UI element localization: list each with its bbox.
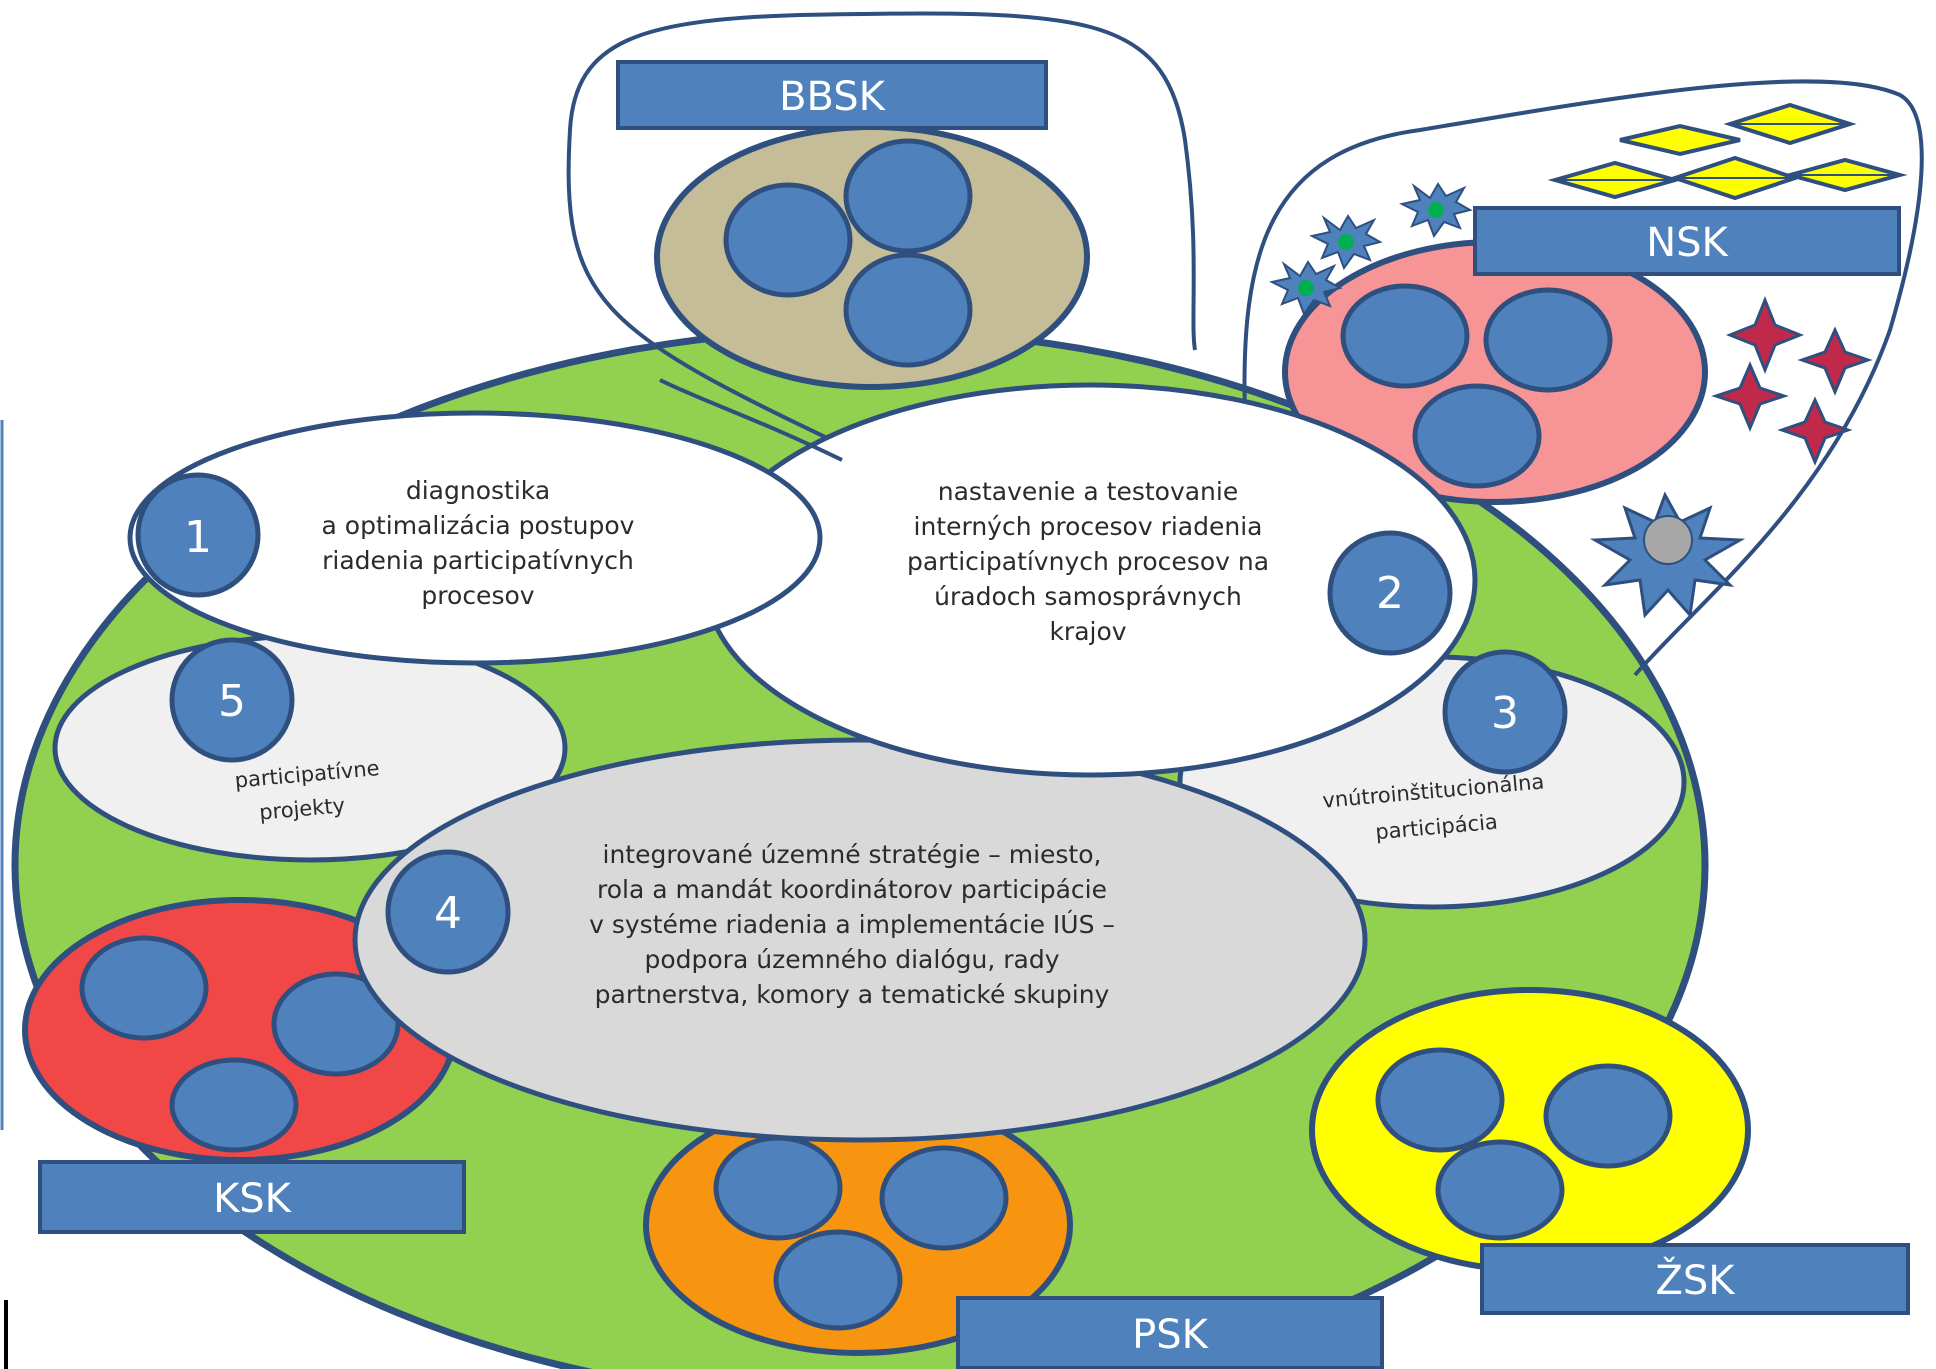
- step1-text-line: riadenia participatívnych: [322, 546, 634, 575]
- step2-text-line: interných procesov riadenia: [914, 512, 1263, 541]
- step2-badge: [1327, 530, 1453, 656]
- step2-text-line: nastavenie a testovanie: [938, 477, 1238, 506]
- ksk-member-circle: [79, 935, 209, 1041]
- psk-member-circle: [879, 1145, 1009, 1251]
- step3-number: 3: [1491, 688, 1519, 739]
- psk-member-circle: [713, 1135, 843, 1241]
- nsk-label-box: [1473, 206, 1901, 276]
- nsk-label: NSK: [1646, 220, 1729, 266]
- ksk-member-circle: [169, 1057, 299, 1153]
- psk-label: PSK: [1132, 1312, 1210, 1358]
- ksk-label: KSK: [213, 1176, 293, 1222]
- step4-text-line: podpora územného dialógu, rady: [644, 945, 1059, 974]
- step1-text-line: procesov: [421, 581, 534, 610]
- step2-text-line: participatívnych procesov na: [907, 547, 1269, 576]
- step4-text-line: partnerstva, komory a tematické skupiny: [595, 980, 1110, 1009]
- step2-text-line: úradoch samosprávnych: [934, 582, 1242, 611]
- bbsk-label-box: [616, 60, 1048, 130]
- step4-badge: [385, 849, 511, 975]
- step4-number: 4: [434, 888, 462, 939]
- zsk-member-circle: [1543, 1063, 1673, 1169]
- red-star-icon: [1777, 396, 1853, 466]
- psk-member-circle: [773, 1229, 903, 1331]
- red-star-icon: [1711, 361, 1789, 432]
- step1-text-line: a optimalizácia postupov: [322, 511, 635, 540]
- step1-number: 1: [184, 512, 212, 563]
- psk-label-box: [956, 1296, 1384, 1369]
- red-star-icon: [1797, 326, 1873, 396]
- red-star-icon: [1725, 295, 1805, 375]
- step1-badge: [135, 472, 261, 598]
- step1-ellipse: [127, 410, 823, 666]
- nsk-member-circle: [1340, 283, 1470, 389]
- green-star-icons: [1269, 182, 1473, 317]
- step2-text-line: krajov: [1049, 617, 1126, 646]
- step5-badge: [169, 637, 295, 763]
- bbsk-member-circle: [843, 252, 973, 368]
- zsk-label: ŽSK: [1655, 1256, 1736, 1304]
- zsk-label-box: [1480, 1243, 1910, 1315]
- bbsk-member-circle: [843, 138, 973, 254]
- step2-number: 2: [1376, 568, 1404, 619]
- nsk-callout-line: [1242, 79, 1924, 677]
- step4-text-line: integrované územné stratégie – miesto,: [603, 840, 1102, 869]
- step3-badge: [1442, 649, 1568, 775]
- nsk-member-circle: [1483, 287, 1613, 393]
- ksk-label-box: [38, 1160, 466, 1234]
- diamond-icons: [1547, 102, 1908, 201]
- zsk-member-circle: [1375, 1047, 1505, 1153]
- step5-number: 5: [218, 676, 246, 727]
- diamond-icon: [1619, 123, 1741, 157]
- step4-text-line: rola a mandát koordinátorov participácie: [597, 875, 1107, 904]
- gray-star-icon: [1589, 491, 1746, 619]
- step1-text-line: diagnostika: [406, 476, 550, 505]
- zsk-member-circle: [1435, 1139, 1565, 1241]
- step4-text-line: v systéme riadenia a implementácie IÚS –: [589, 909, 1115, 939]
- bbsk-label: BBSK: [779, 74, 887, 120]
- bbsk-callout-line: [566, 11, 1197, 447]
- nsk-member-circle: [1412, 383, 1542, 489]
- step4-ellipse: [352, 737, 1368, 1143]
- red-star-icons: [1711, 295, 1873, 466]
- bbsk-member-circle: [723, 182, 853, 298]
